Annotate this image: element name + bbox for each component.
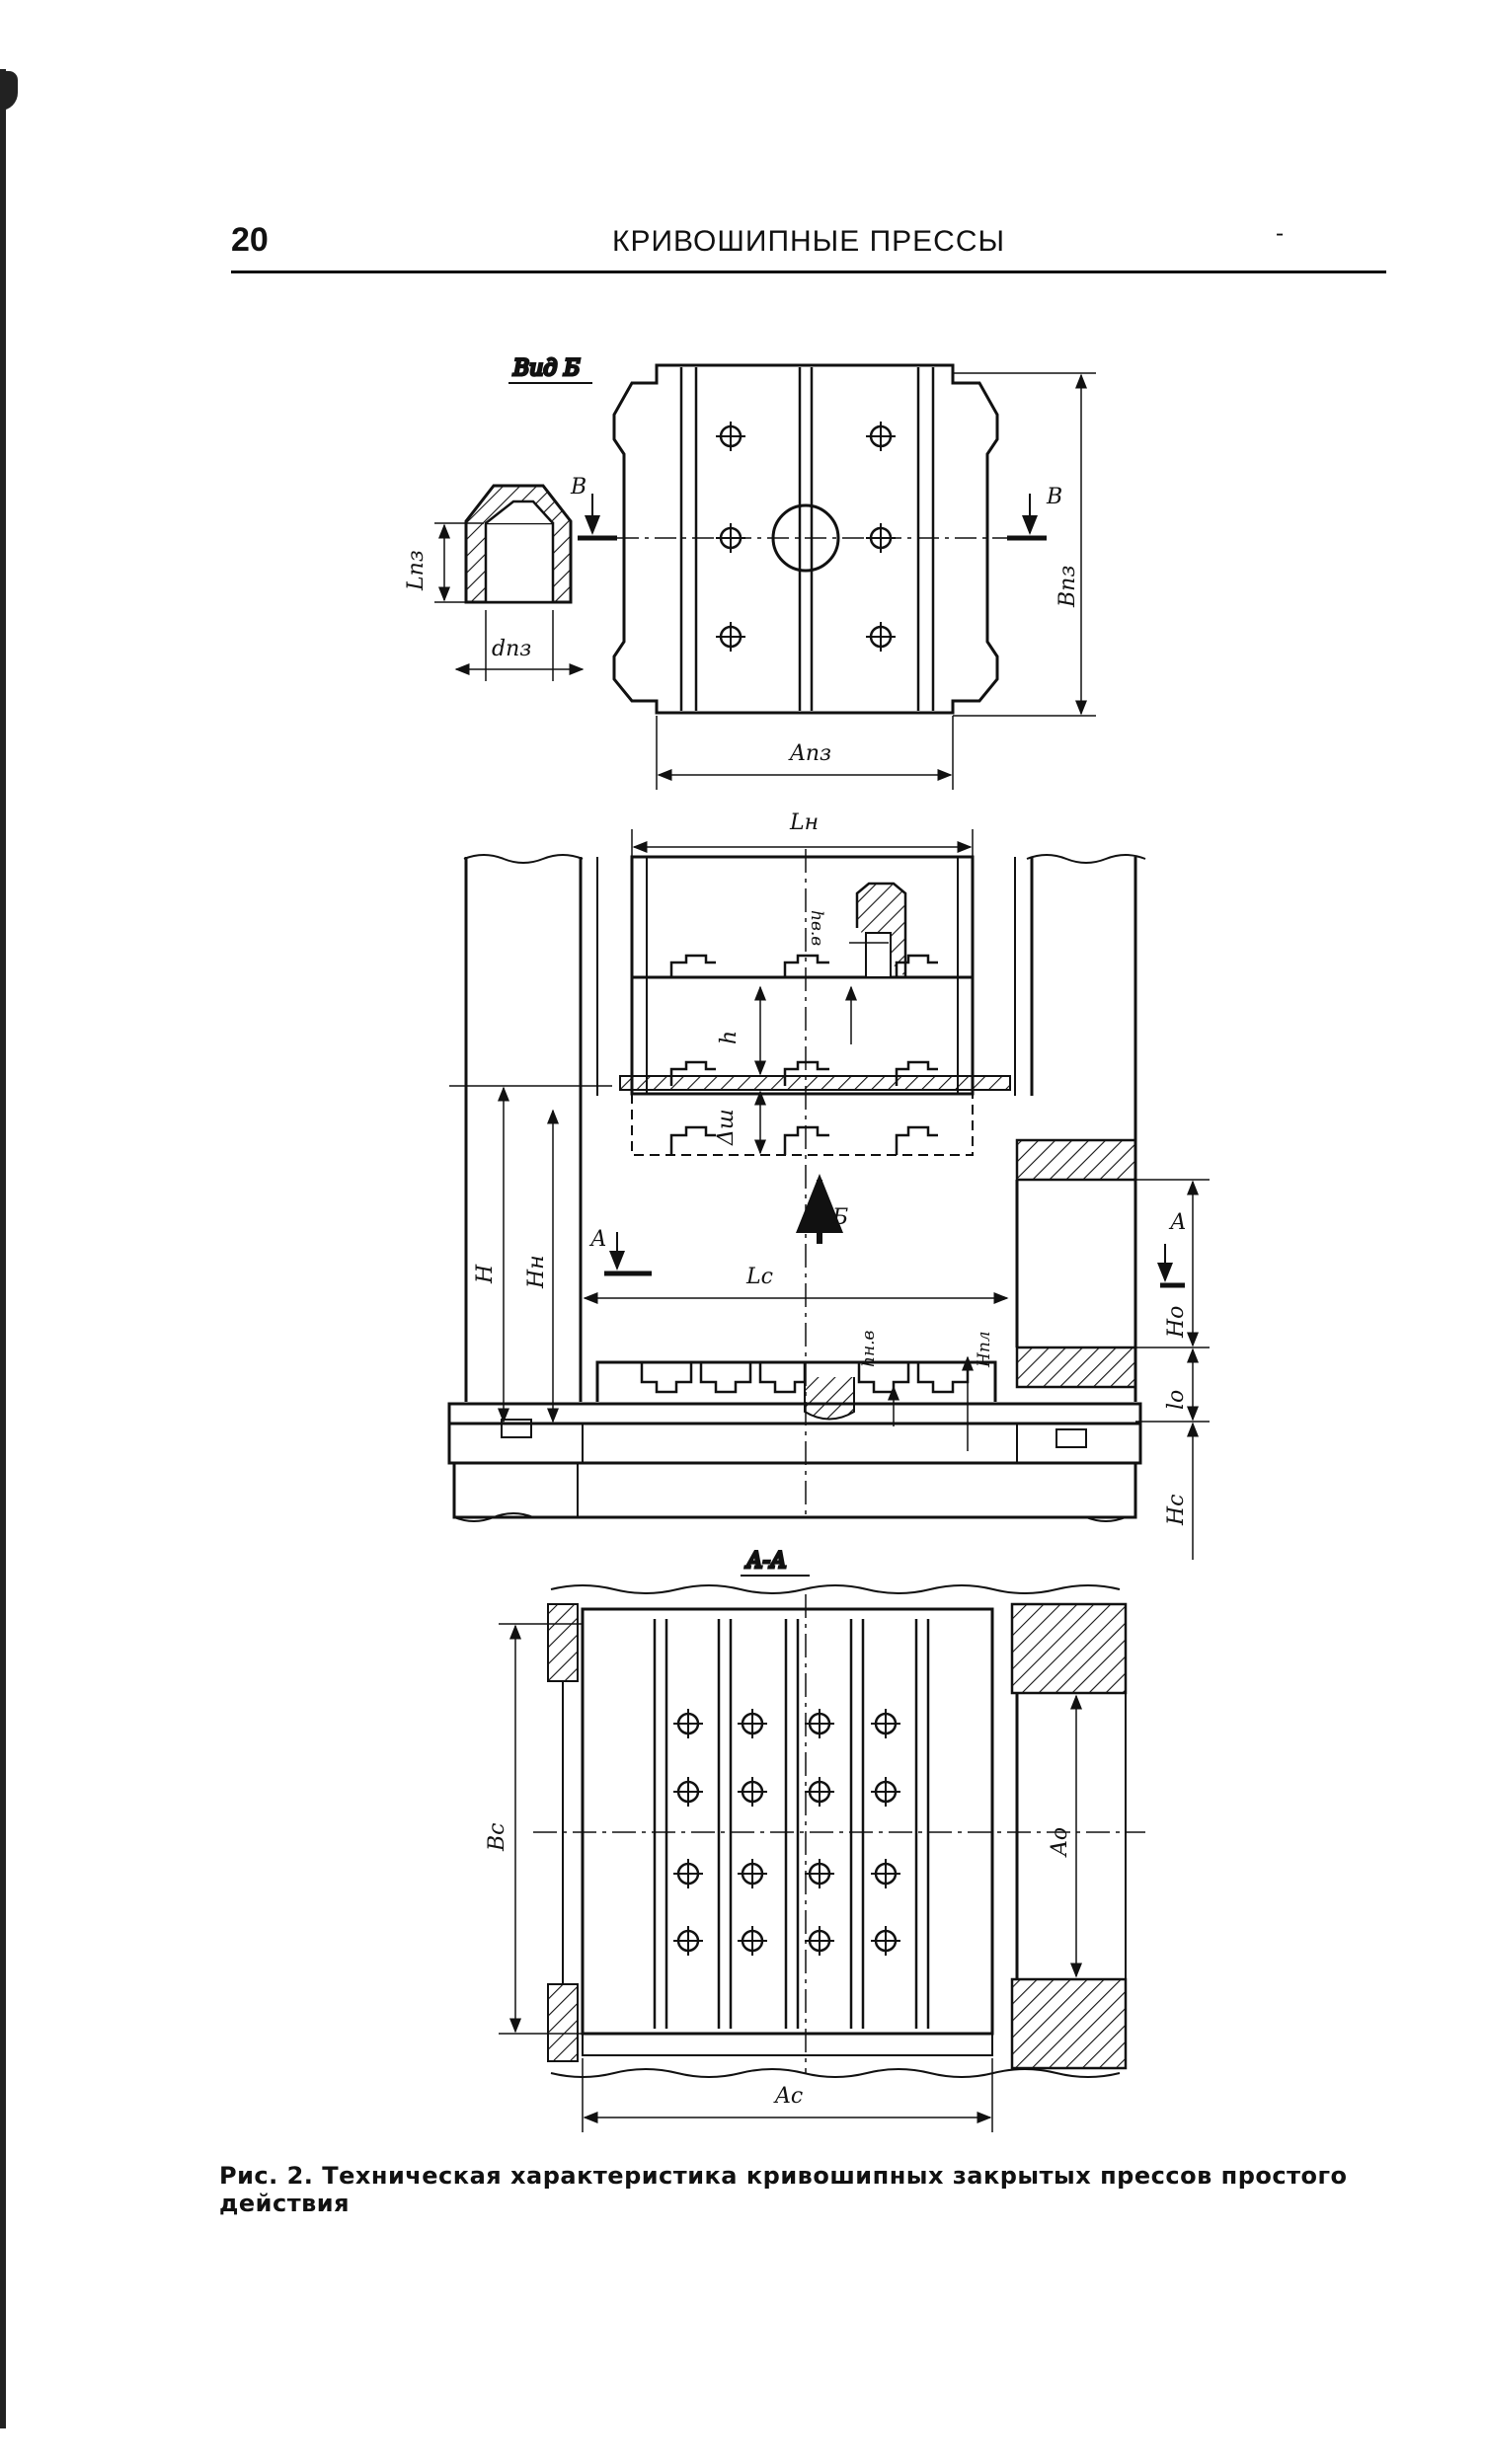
label-h: h xyxy=(717,1031,742,1044)
label-section-v-left: В xyxy=(570,475,586,500)
scan-edge xyxy=(0,69,6,2428)
figure-caption: Рис. 2. Техническая характеристика криво… xyxy=(219,2162,1348,2217)
page-header: 20 КРИВОШИПНЫЕ ПРЕССЫ - xyxy=(231,211,1386,273)
label-arrow-b: Б xyxy=(831,1205,848,1230)
label-h-o: Hо xyxy=(1164,1306,1189,1339)
label-a-o: Aо xyxy=(1048,1827,1072,1858)
label-l-o: lо xyxy=(1164,1390,1189,1410)
label-a-pz: Aпз xyxy=(788,741,831,766)
label-h-total: H xyxy=(473,1264,498,1284)
section-aa-title: А-А xyxy=(744,1549,787,1574)
label-b-c: Bс xyxy=(485,1823,509,1853)
label-l-pz: Lпз xyxy=(404,550,429,591)
running-title: КРИВОШИПНЫЕ ПРЕССЫ xyxy=(612,225,1006,258)
label-delta-sh: Δш xyxy=(714,1109,739,1146)
label-l-c: Lс xyxy=(745,1265,773,1289)
label-section-v-right: В xyxy=(1046,485,1062,509)
label-section-a-right: А xyxy=(1168,1210,1187,1235)
section-aa: А-А Aо xyxy=(485,1548,1145,2132)
label-h-nv: hн.в xyxy=(859,1330,879,1367)
slot-detail: Lпз dпз xyxy=(404,484,585,681)
label-section-a-left: А xyxy=(588,1227,607,1252)
label-b-pz: Bпз xyxy=(1055,566,1080,608)
view-b-title: Вид Б xyxy=(512,356,580,381)
label-h-c: Hс xyxy=(1164,1494,1189,1526)
label-a-c: Aс xyxy=(773,2084,803,2109)
front-view: Lн hв.в h Δш Б А А Lс xyxy=(447,810,1210,1560)
label-h-n: Hн xyxy=(524,1255,549,1289)
page-number: 20 xyxy=(231,221,269,259)
label-l-n: Lн xyxy=(789,810,819,835)
label-h-pl: Hпл xyxy=(975,1331,994,1368)
label-d-pz: dпз xyxy=(492,637,531,661)
label-h-vv: hв.в xyxy=(807,910,826,946)
view-b: Вид Б Lпз dпз В В xyxy=(404,355,1096,790)
scan-edge-mark xyxy=(0,71,18,111)
header-mark: - xyxy=(1276,219,1285,247)
